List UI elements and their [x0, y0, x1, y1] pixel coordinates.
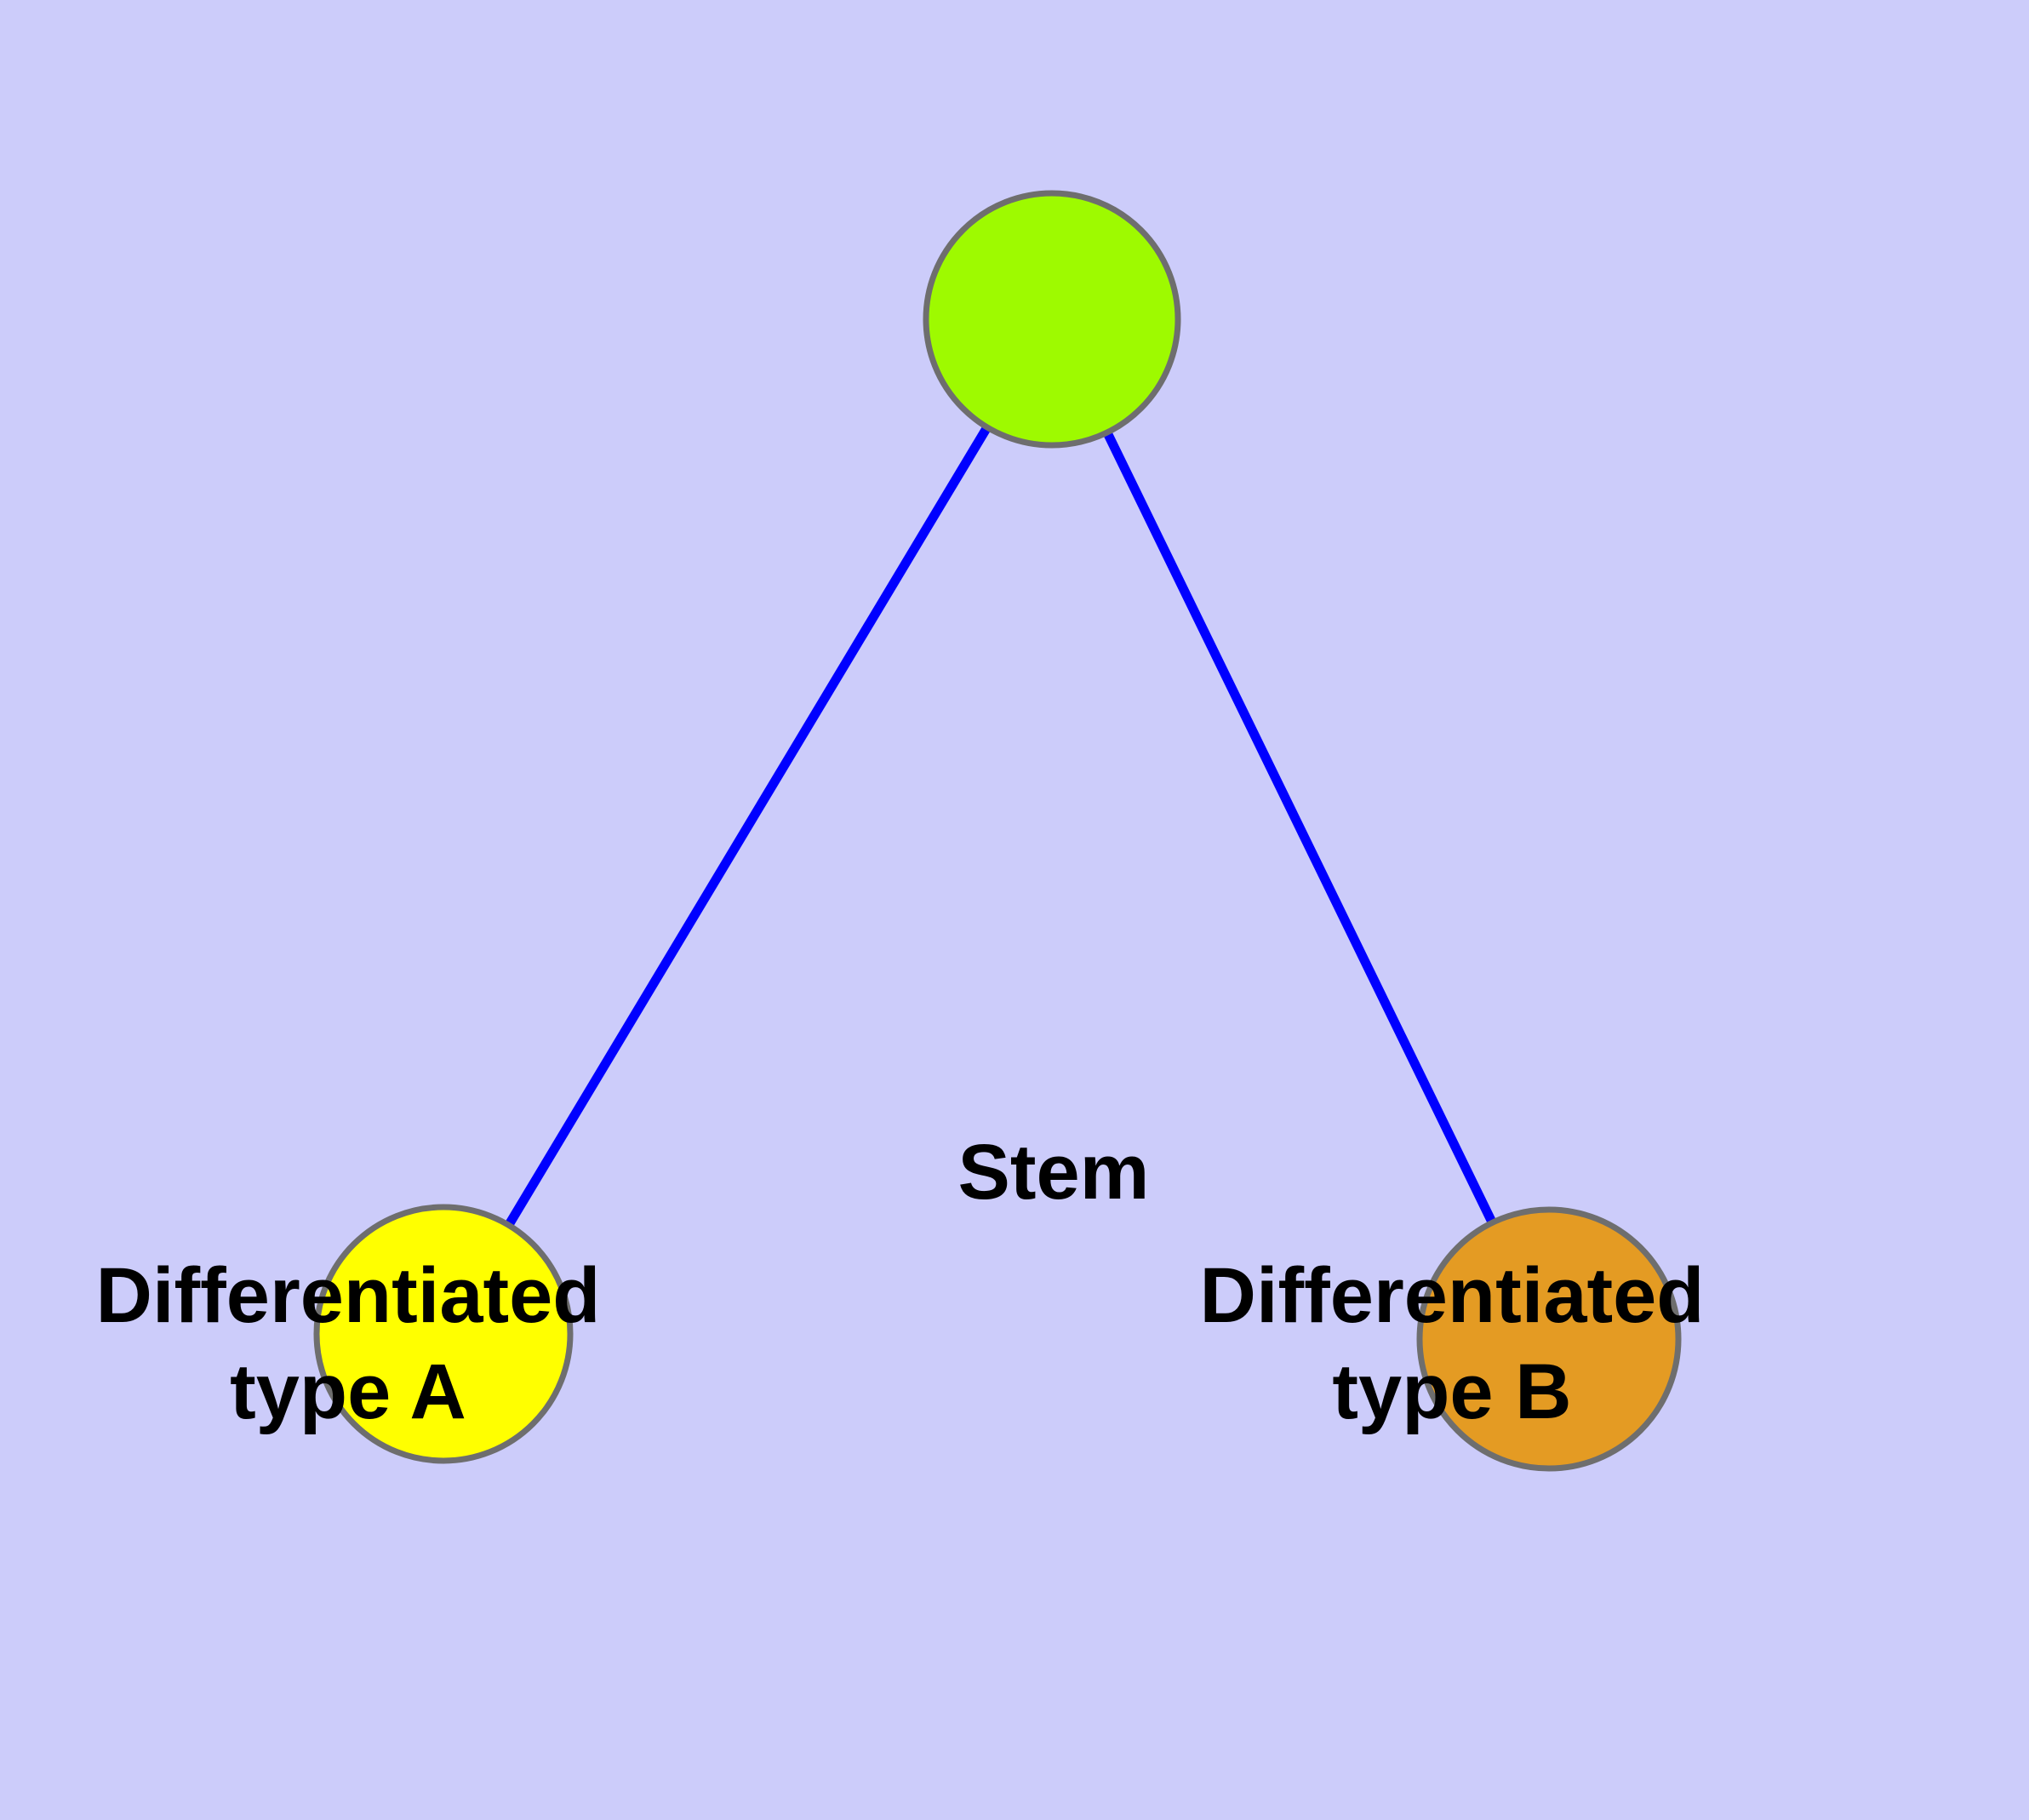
node-differentiated-type-b[interactable]	[1416, 1206, 1682, 1472]
edge-stem-to-differentiated-type-b[interactable]	[1048, 317, 1553, 1342]
node-circle-stem[interactable]	[923, 190, 1181, 449]
node-layer	[313, 190, 1682, 1472]
edge-layer	[439, 317, 1553, 1342]
node-circle-differentiated-type-b[interactable]	[1416, 1206, 1682, 1472]
node-stem[interactable]	[923, 190, 1181, 449]
node-label-stem: Stem	[958, 1129, 1150, 1216]
node-differentiated-type-a[interactable]	[313, 1204, 574, 1464]
edge-stem-to-differentiated-type-a[interactable]	[439, 317, 1056, 1336]
node-circle-differentiated-type-a[interactable]	[313, 1204, 574, 1464]
